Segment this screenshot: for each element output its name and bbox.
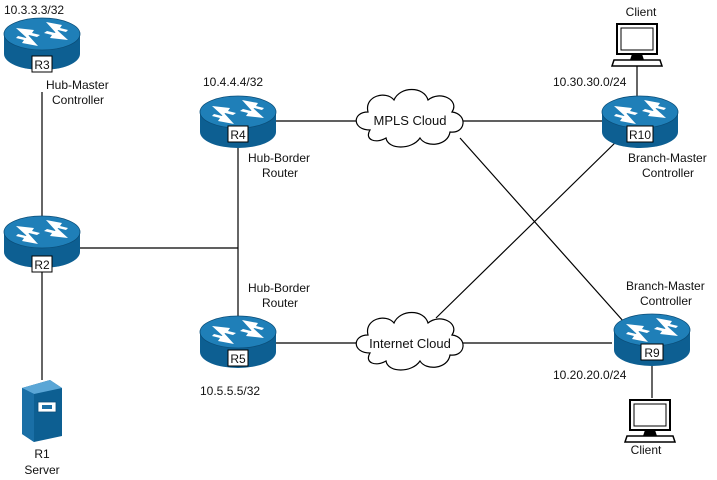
client-bottom-label: Client <box>631 443 662 457</box>
router-tag: R2 <box>34 258 50 272</box>
client-top: Client <box>610 5 664 67</box>
server-icon <box>22 380 62 442</box>
router-tag: R5 <box>230 352 246 366</box>
r3-role-line2: Controller <box>52 93 104 107</box>
router-tag: R4 <box>230 128 246 142</box>
r5-role-line1: Hub-Border <box>248 281 310 295</box>
r1-role: Server <box>24 463 59 477</box>
r10-subnet: 10.30.30.0/24 <box>553 75 627 89</box>
server-r1: R1 Server <box>22 380 62 477</box>
links <box>41 66 653 398</box>
mpls-cloud: MPLS Cloud <box>355 88 464 148</box>
r3-ip: 10.3.3.3/32 <box>4 3 64 17</box>
router-r9: R9 <box>613 313 691 367</box>
router-r10: R10 <box>601 95 679 149</box>
internet-cloud-label: Internet Cloud <box>369 336 451 351</box>
link-internet-r10 <box>435 137 621 319</box>
client-top-label: Client <box>626 5 657 19</box>
r9-subnet: 10.20.20.0/24 <box>553 368 627 382</box>
router-r4: R4 <box>199 95 277 149</box>
computer-monitor-icon <box>610 23 664 67</box>
r5-ip: 10.5.5.5/32 <box>200 384 260 398</box>
router-tag: R3 <box>34 58 50 72</box>
r3-role-line1: Hub-Master <box>46 78 109 92</box>
client-bottom: Client <box>623 399 677 457</box>
r1-name: R1 <box>34 447 50 461</box>
link-mpls-r9 <box>459 137 625 323</box>
r4-role-line2: Router <box>262 166 298 180</box>
r10-role-line1: Branch-Master <box>628 151 707 165</box>
r10-role-line2: Controller <box>642 166 694 180</box>
router-r5: R5 <box>199 315 277 369</box>
internet-cloud: Internet Cloud <box>355 311 464 371</box>
router-tag: R9 <box>644 346 660 360</box>
router-tag: R10 <box>629 128 651 142</box>
router-r2: R2 <box>3 215 81 273</box>
router-r3: R3 <box>3 17 81 73</box>
r9-role-line1: Branch-Master <box>626 279 705 293</box>
r5-role-line2: Router <box>262 296 298 310</box>
r9-role-line2: Controller <box>640 294 692 308</box>
computer-monitor-icon <box>623 399 677 443</box>
mpls-cloud-label: MPLS Cloud <box>374 113 447 128</box>
r4-ip: 10.4.4.4/32 <box>203 75 263 89</box>
r4-role-line1: Hub-Border <box>248 151 310 165</box>
